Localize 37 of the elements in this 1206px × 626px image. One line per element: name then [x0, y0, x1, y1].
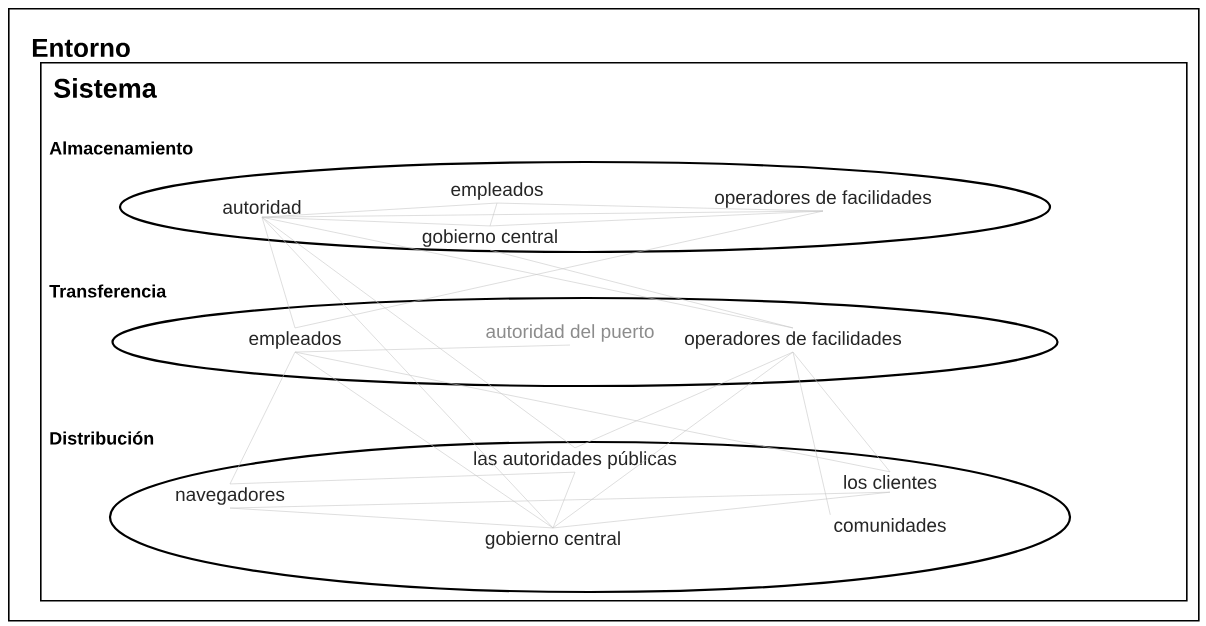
text-label: navegadores	[176, 487, 285, 505]
connector-line	[574, 351, 794, 449]
text-label: autoridad	[223, 200, 301, 214]
connector-line	[792, 351, 831, 516]
text-label: empleados	[451, 182, 543, 200]
connector-line	[261, 216, 794, 329]
text-label: autoridad del puerto	[486, 324, 654, 342]
connector-line	[489, 249, 794, 329]
connector-line	[792, 351, 891, 473]
connector-line	[261, 216, 296, 329]
connector-line	[229, 507, 554, 529]
text-label: operadores de facilidades	[715, 190, 932, 208]
connector-line	[294, 351, 891, 473]
connector-line	[261, 202, 498, 218]
connector-line	[489, 210, 824, 227]
connector-line	[229, 471, 576, 485]
node-label: Distribución	[50, 431, 154, 445]
text-label: gobierno central	[422, 229, 557, 247]
connector-line	[496, 202, 824, 212]
node-label: Almacenamiento	[49, 141, 193, 155]
connector-line	[552, 491, 891, 529]
connector-line	[229, 351, 296, 485]
node-label: Transferencia	[49, 284, 167, 298]
connector-line	[261, 216, 554, 529]
text-label: empleados	[249, 331, 341, 349]
connector-line	[294, 351, 554, 529]
connector-line	[552, 351, 794, 529]
connector-line	[552, 471, 576, 529]
text-label: gobierno central	[485, 531, 620, 549]
text-label: comunidades	[834, 518, 946, 532]
connector-line	[489, 202, 498, 227]
text-label: operadores de facilidades	[685, 331, 902, 349]
text-label: las autoridades públicas	[474, 451, 677, 469]
connector-line	[294, 344, 571, 353]
connector-line	[261, 216, 576, 449]
connector-line	[294, 210, 824, 329]
text-label: los clientes	[844, 475, 937, 489]
